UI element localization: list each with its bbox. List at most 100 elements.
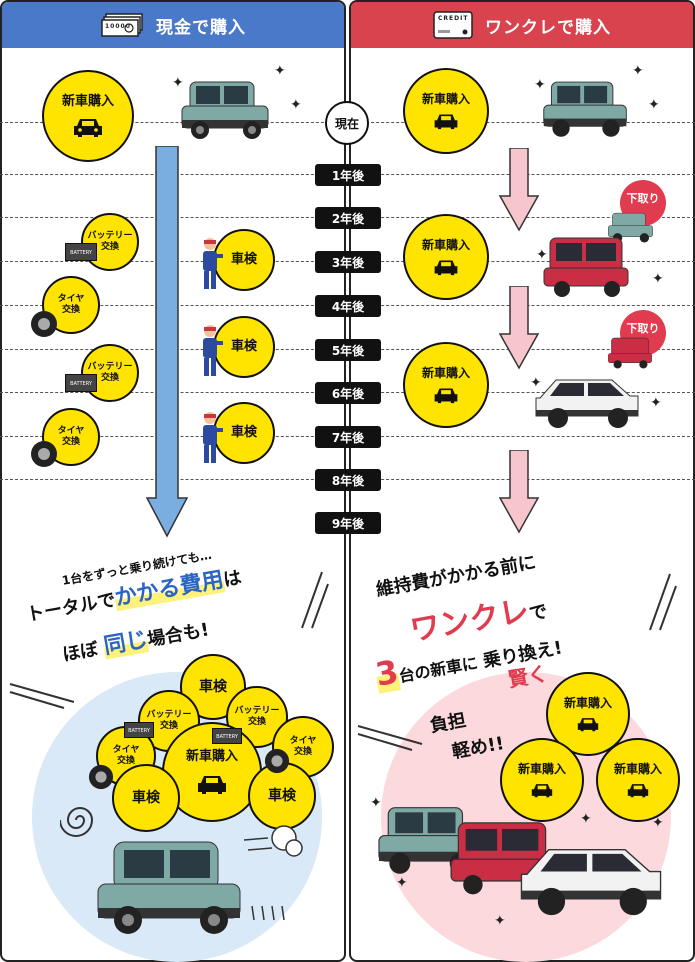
left-purchase-circle: 新車購入 (42, 70, 134, 162)
speed-lines-icon (649, 573, 677, 631)
tire-icon (264, 748, 290, 774)
inspection-label: 車検 (230, 252, 257, 268)
sparkle-icon: ✦ (632, 63, 644, 79)
battery-icon: BATTERY (124, 722, 154, 738)
cluster-inspection-label: 車検 (132, 789, 160, 806)
battery-text: BATTERY (128, 728, 150, 734)
speed-lines-icon (9, 683, 75, 709)
cluster-inspection-label: 車検 (268, 787, 296, 804)
shake-lines-icon (251, 905, 285, 921)
timeline-year-7: 7年後 (315, 426, 381, 448)
left-summary-line3-a: ほぼ (60, 638, 100, 666)
cluster-tire-label: タイヤ 交換 (289, 736, 317, 757)
left-header: 10000 現金で購入 (2, 2, 344, 48)
car-icon (434, 388, 458, 404)
sparkle-icon: ✦ (536, 247, 548, 263)
left-battery-circle-2: バッテリー 交換 (81, 344, 139, 402)
sparkle-icon: ✦ (396, 875, 408, 891)
teal-car-image (543, 81, 627, 137)
right-arrow-3 (498, 450, 540, 534)
right-cluster-purchase-label: 新車購入 (613, 762, 662, 777)
right-purchase-label: 新車購入 (421, 365, 470, 380)
car-icon (74, 118, 102, 137)
right-header-title: ワンクレで購入 (485, 17, 611, 38)
scribble-icon (60, 807, 94, 837)
car-icon (434, 114, 458, 130)
right-purchase-circle-2: 新車購入 (403, 214, 489, 300)
right-summary-line2-b: で (527, 601, 550, 625)
inspection-label: 車検 (230, 339, 257, 355)
mechanic-icon (203, 238, 223, 289)
trade-in-label: 下取り (626, 192, 660, 205)
sparkle-icon: ✦ (370, 795, 382, 811)
car-icon (577, 717, 599, 731)
cash-icon-text: 10000 (105, 23, 131, 30)
tire-label: タイヤ 交換 (57, 294, 85, 315)
tire-icon (31, 311, 57, 337)
red-car-image (543, 237, 629, 297)
white-suv-image (520, 849, 662, 916)
right-cluster-purchase-left: 新車購入 (500, 738, 584, 822)
sparkle-icon: ✦ (652, 815, 664, 831)
battery-text: BATTERY (70, 381, 92, 387)
right-purchase-label: 新車購入 (421, 237, 470, 252)
left-summary-line2-c: は (221, 567, 244, 592)
timeline-year-3: 3年後 (315, 251, 381, 273)
battery-icon: BATTERY (212, 728, 242, 744)
right-purchase-circle-3: 新車購入 (403, 342, 489, 428)
cluster-battery-label: バッテリー 交換 (234, 706, 280, 727)
cluster-battery-label: バッテリー 交換 (146, 710, 192, 731)
credit-card-text: CREDIT (438, 15, 469, 22)
cluster-inspection-right: 車検 (248, 762, 316, 830)
right-arrow-1 (498, 148, 540, 232)
battery-icon: BATTERY (65, 243, 97, 261)
cluster-tire-label: タイヤ 交換 (112, 745, 140, 766)
trade-in-label: 下取り (626, 322, 660, 335)
left-header-title: 現金で購入 (156, 17, 246, 38)
right-cluster-purchase-label: 新車購入 (517, 762, 566, 777)
sparkle-icon: ✦ (652, 271, 664, 287)
sparkle-icon: ✦ (580, 811, 592, 827)
timeline-year-9: 9年後 (315, 512, 381, 534)
credit-card-icon: CREDIT (433, 11, 473, 39)
cluster-inspection-left: 車検 (112, 764, 180, 832)
left-battery-circle-1: バッテリー 交換 (81, 213, 139, 271)
battery-text: BATTERY (216, 734, 238, 740)
right-cluster-purchase-label: 新車購入 (563, 696, 612, 711)
sparkle-icon: ✦ (494, 913, 506, 929)
timeline-year-2: 2年後 (315, 207, 381, 229)
mechanic-icon (203, 412, 223, 463)
exhaust-cloud-icon (243, 825, 303, 857)
white-suv-image (535, 379, 639, 428)
tire-label: タイヤ 交換 (57, 426, 85, 447)
left-timeline-arrow (146, 146, 188, 538)
battery-label: バッテリー 交換 (87, 231, 133, 252)
car-icon (531, 783, 553, 797)
timeline-year-8: 8年後 (315, 469, 381, 491)
sparkle-icon: ✦ (650, 395, 662, 411)
battery-icon: BATTERY (65, 374, 97, 392)
right-purchase-label: 新車購入 (421, 91, 470, 106)
timeline-year-1: 1年後 (315, 164, 381, 186)
speed-lines-icon (357, 725, 423, 751)
timeline-year-5: 5年後 (315, 339, 381, 361)
left-purchase-label: 新車購入 (61, 94, 114, 110)
small-red-car-image (608, 337, 652, 369)
car-icon (434, 260, 458, 276)
sparkle-icon: ✦ (172, 75, 184, 91)
right-arrow-2 (498, 286, 540, 370)
battery-label: バッテリー 交換 (87, 362, 133, 383)
battery-text: BATTERY (70, 250, 92, 256)
cluster-inspection-label: 車検 (199, 678, 227, 695)
car-icon (198, 775, 226, 794)
car-icon (627, 783, 649, 797)
big-teal-car-image (97, 841, 241, 934)
sparkle-icon: ✦ (290, 97, 302, 113)
sparkle-icon: ✦ (274, 63, 286, 79)
cluster-purchase-label: 新車購入 (185, 749, 238, 765)
right-header: CREDIT ワンクレで購入 (351, 2, 693, 48)
tire-icon (88, 764, 114, 790)
timeline-year-6: 6年後 (315, 382, 381, 404)
timeline-year-4: 4年後 (315, 295, 381, 317)
cash-icon: 10000 (100, 13, 144, 37)
